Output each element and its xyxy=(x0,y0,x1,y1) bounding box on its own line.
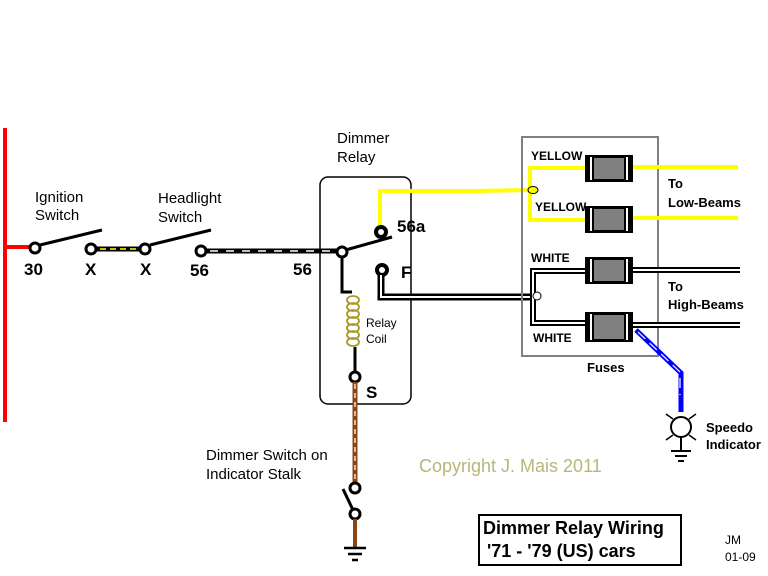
terminal-f-label: F xyxy=(401,263,411,282)
dimmer-switch-label-2: Indicator Stalk xyxy=(206,466,302,483)
low-beam-feed-wire xyxy=(378,188,533,227)
low-beam-split-wire xyxy=(528,166,593,222)
author-initials: JM xyxy=(725,533,741,547)
fuse-4-wire-label: WHITE xyxy=(533,331,572,345)
high-beam-splice xyxy=(532,291,542,301)
relay-housing xyxy=(319,176,412,405)
dimmer-relay: Dimmer Relay 56a F Relay Coil S xyxy=(319,130,534,405)
fuse-1 xyxy=(585,155,633,182)
speedo-label-2: Indicator xyxy=(706,437,761,452)
terminal-56-relay-label: 56 xyxy=(293,260,312,279)
high-beams-label-2: High-Beams xyxy=(668,297,744,312)
ignition-switch-lever xyxy=(39,228,103,247)
relay-armature xyxy=(341,235,393,253)
ignition-switch-label-1: Ignition xyxy=(35,189,83,206)
speedo-wire xyxy=(634,328,684,412)
terminal-x-in xyxy=(138,242,152,256)
dimmer-switch: Dimmer Switch on Indicator Stalk xyxy=(206,447,366,562)
terminal-x-out xyxy=(84,242,98,256)
terminal-f xyxy=(375,263,389,277)
headlight-switch-lever xyxy=(149,228,212,247)
terminal-s xyxy=(348,370,362,384)
fuse-4 xyxy=(585,312,633,342)
ignition-switch: Ignition Switch 30 X xyxy=(24,189,103,279)
dimmer-switch-terminal-2 xyxy=(348,507,362,521)
fuse-1-wire-label: YELLOW xyxy=(531,149,583,163)
author-date: 01-09 xyxy=(725,550,756,564)
relay-coil-label-2: Coil xyxy=(366,332,387,346)
relay-coil-icon xyxy=(346,295,360,347)
terminal-56a-label: 56a xyxy=(397,217,426,236)
low-beam-splice xyxy=(527,186,539,194)
relay-label-1: Dimmer xyxy=(337,130,390,147)
terminal-30 xyxy=(28,241,42,255)
dimmer-switch-label-1: Dimmer Switch on xyxy=(206,447,328,464)
fuse-2 xyxy=(585,206,633,233)
high-beams-label-1: To xyxy=(668,279,683,294)
ignition-switch-label-2: Switch xyxy=(35,207,79,224)
terminal-56-switch xyxy=(194,244,208,258)
terminal-56a xyxy=(374,225,388,239)
headlight-switch: Headlight Switch X 56 xyxy=(138,190,222,280)
headlight-switch-label-1: Headlight xyxy=(158,190,222,207)
battery-feed xyxy=(3,128,32,422)
fuse-box: Fuses xyxy=(521,136,740,375)
dimmer-switch-lever xyxy=(341,488,355,511)
dimmer-switch-terminal-1 xyxy=(348,481,362,495)
terminal-s-label: S xyxy=(366,383,377,402)
terminal-56-switch-label: 56 xyxy=(190,261,209,280)
speedo-ground-icon xyxy=(671,450,691,462)
fuse-2-wire-label: YELLOW xyxy=(535,200,587,214)
speedo-indicator-lamp-icon xyxy=(665,413,697,451)
terminal-x-out-label: X xyxy=(85,260,97,279)
fuse-box-outline xyxy=(521,136,659,357)
headlight-switch-label-2: Switch xyxy=(158,209,202,226)
low-beams-label-2: Low-Beams xyxy=(668,195,741,210)
terminal-30-label: 30 xyxy=(24,260,43,279)
fuse-3-wire-label: WHITE xyxy=(531,251,570,265)
wire-56-to-relay: 56 xyxy=(206,248,340,279)
fuses-label: Fuses xyxy=(587,360,625,375)
title-line-1: Dimmer Relay Wiring xyxy=(483,518,664,538)
high-beam-split-wire xyxy=(530,268,593,326)
relay-coil-label-1: Relay xyxy=(366,316,397,330)
title-line-2: '71 - '79 (US) cars xyxy=(487,541,636,561)
ground-icon xyxy=(344,546,366,562)
low-beams-label-1: To xyxy=(668,176,683,191)
relay-common-terminal xyxy=(335,245,349,259)
copyright-text: Copyright J. Mais 2011 xyxy=(419,456,602,476)
fuse-3 xyxy=(585,257,633,284)
speedo-label-1: Speedo xyxy=(706,420,753,435)
relay-label-2: Relay xyxy=(337,149,376,166)
title-box: Dimmer Relay Wiring '71 - '79 (US) cars xyxy=(478,514,682,566)
terminal-x-in-label: X xyxy=(140,260,152,279)
